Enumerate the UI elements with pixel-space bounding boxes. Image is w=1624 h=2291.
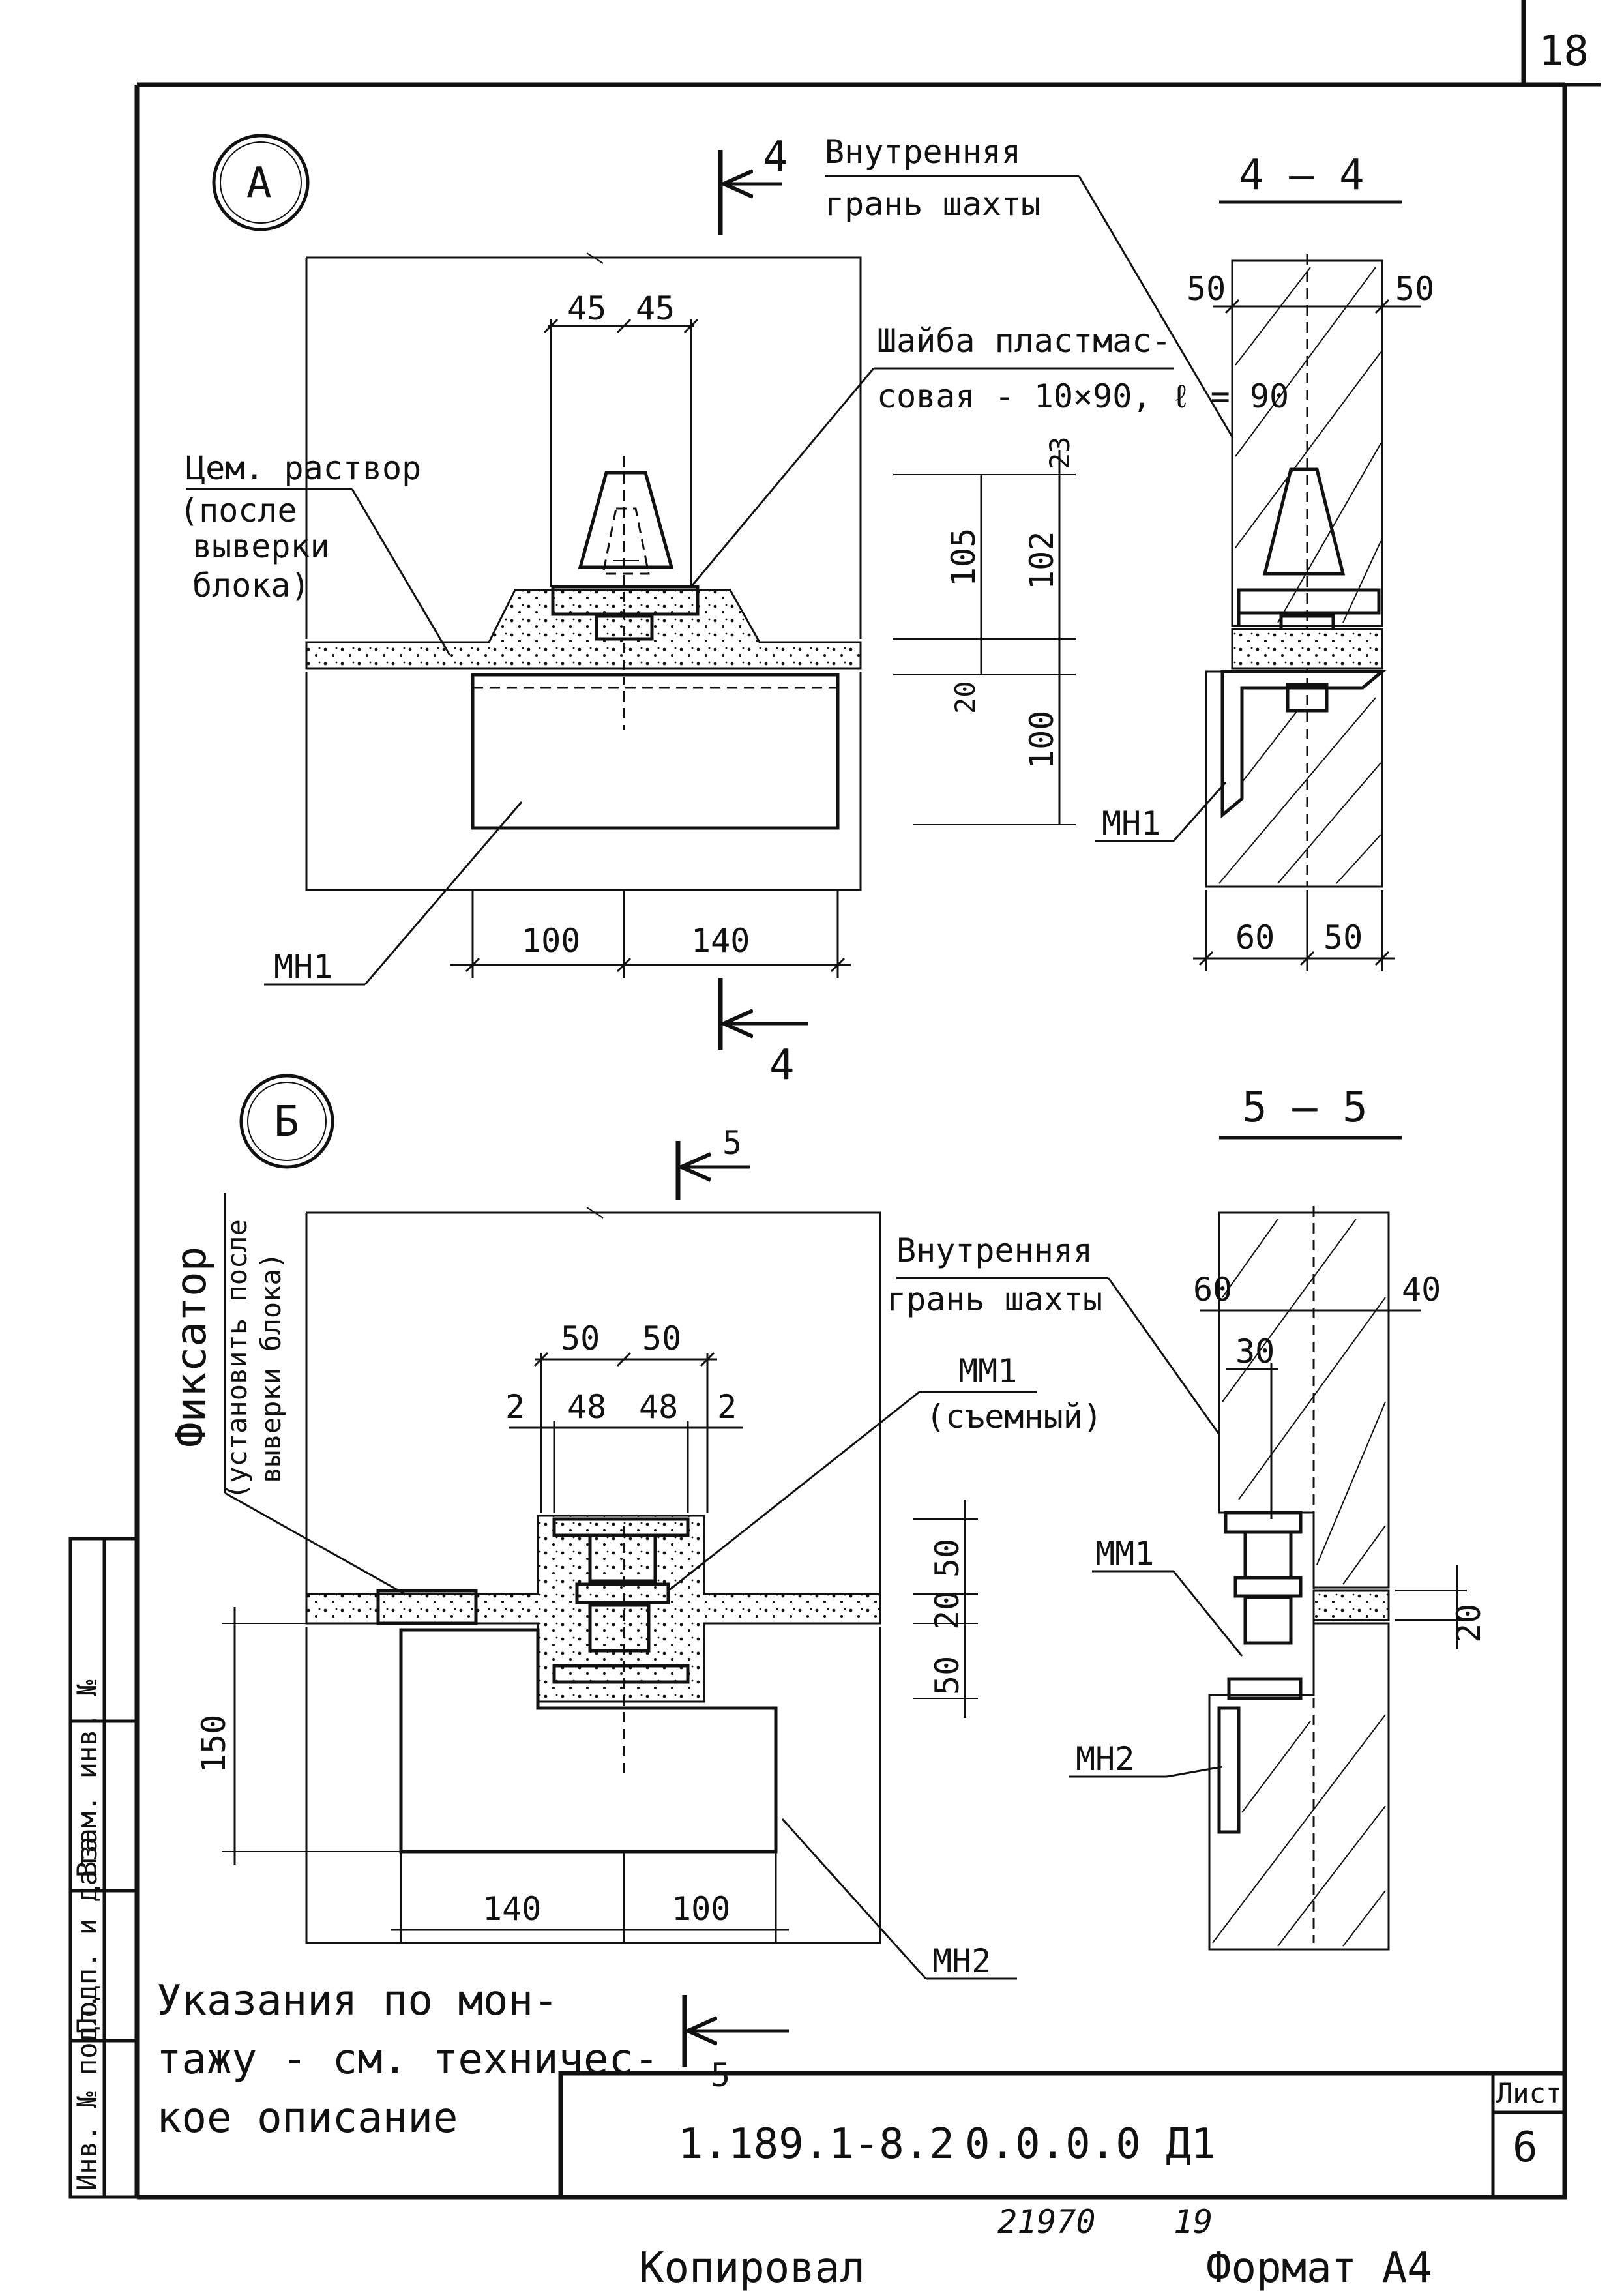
detail-a-marker: А [246, 159, 272, 207]
detail-a-cut-top: 4 [763, 133, 788, 181]
section-5-upper-hatch [1222, 1219, 1386, 1585]
detail-b-dim-top-right: 50 [642, 1320, 681, 1357]
section-4-dim-top-left: 50 [1187, 270, 1226, 308]
detail-b-fixator-1: Фиксатор [168, 1247, 216, 1447]
note-line-2: тажу - см. техничес- [156, 2035, 659, 2084]
detail-b-marker: Б [274, 1098, 299, 1146]
note-line-3: кое описание [156, 2094, 458, 2142]
section-5-inner-face-1: Внутренняя [896, 1232, 1093, 1269]
stamp-inv-orig: Инв. № подл. [71, 1993, 103, 2191]
detail-b-mm1-note: (съемный) [926, 1398, 1102, 1436]
detail-b-dim-side-20: 20 [928, 1591, 966, 1630]
section-5-dim-20: 20 [1450, 1604, 1488, 1643]
detail-b-dim-150: 150 [195, 1715, 233, 1773]
section-5-inner-face-2: грань шахты [887, 1280, 1102, 1318]
detail-a-mortar-2: (после [179, 492, 297, 529]
section-4-dim-bottom-left: 60 [1235, 919, 1275, 956]
stamp-number: 21970 [997, 2203, 1096, 2241]
section-5-dim-30: 30 [1235, 1333, 1275, 1370]
copied-label: Копировал [639, 2244, 865, 2291]
detail-a-dim-20: 20 [949, 681, 981, 714]
detail-b-dim-bottom-left: 140 [482, 1890, 541, 1928]
section-5-title: 5 — 5 [1242, 1084, 1368, 1132]
sheet-number: 6 [1513, 2123, 1538, 2172]
detail-a-dim-bottom-right: 140 [691, 922, 750, 960]
detail-a-mortar-3: выверки [192, 527, 330, 565]
detail-a-washer-1: Шайба пластмас- [877, 322, 1172, 360]
section-4-title: 4 — 4 [1239, 151, 1365, 200]
title-block: 1.189.1-8.2 0.0.0.0 Д1 Лист 6 [558, 2071, 1567, 2200]
detail-a-washer-2: совая - 10×90, ℓ = 90 [877, 377, 1289, 415]
montage-note: Указания по мон- тажу - см. техничес- ко… [156, 1977, 659, 2142]
sheet-corner-number: 18 [1539, 27, 1589, 76]
detail-b-marker-circle [239, 1074, 334, 1169]
detail-b-mm1: ММ1 [958, 1352, 1017, 1390]
detail-b-dim-bottom-right: 100 [672, 1890, 730, 1928]
detail-b-cut-top: 5 [722, 1124, 742, 1162]
detail-a-cut-bottom: 4 [769, 1041, 795, 1089]
section-4-lower-hatch [1218, 697, 1381, 884]
stamp-page: 19 [1174, 2203, 1213, 2241]
detail-a-dim-105: 105 [945, 528, 982, 587]
detail-a-part: МН1 [274, 948, 332, 986]
detail-b: Б 5 5 Фиксатор (установить после выверки… [168, 1074, 1102, 2094]
sheet-frame [134, 0, 1601, 2200]
detail-a: А 4 4 Внутренняя грань шахты [179, 133, 1289, 1089]
detail-b-dim-top-left: 50 [561, 1320, 600, 1357]
detail-a-dim-100: 100 [1023, 711, 1061, 769]
section-5-dim-top-right: 40 [1402, 1271, 1441, 1308]
section-5-part: МН2 [1076, 1740, 1134, 1778]
detail-a-inner-face-2: грань шахты [825, 185, 1041, 223]
detail-b-dim-mid-48b: 48 [639, 1388, 678, 1426]
detail-a-mortar-4: блока) [192, 567, 310, 604]
detail-b-fixator-2: (установить после [221, 1219, 253, 1500]
section-4-4: 4 — 4 50 50 [1095, 151, 1434, 971]
title-code: 1.189.1-8.2 [678, 2120, 954, 2168]
detail-b-dim-mid-2b: 2 [717, 1388, 737, 1426]
detail-b-dim-mid-2a: 2 [505, 1388, 525, 1426]
section-5-mm1: ММ1 [1095, 1535, 1154, 1573]
section-5-dim-top-left: 60 [1193, 1271, 1232, 1308]
stamp-sign-date: Подп. и дата [71, 1837, 103, 2034]
side-stamp: Инв. № подл. Подп. и дата Взам. инв. № [68, 1537, 139, 2199]
detail-a-dim-top-left: 45 [567, 289, 606, 327]
format-label: Формат А4 [1206, 2244, 1432, 2291]
detail-a-marker-circle [212, 134, 310, 231]
detail-a-mortar-1: Цем. раствор [186, 449, 421, 487]
detail-b-dim-mid-48a: 48 [567, 1388, 606, 1426]
note-line-1: Указания по мон- [156, 1977, 559, 2025]
detail-a-inner-face-1: Внутренняя [825, 133, 1021, 171]
section-5-5: 5 — 5 Внутренняя грань шахты [887, 1084, 1488, 1951]
section-5-lower-hatch [1212, 1714, 1386, 1947]
stamp-replace-inv: Взам. инв. № [71, 1679, 103, 1878]
detail-a-dim-bottom-left: 100 [522, 922, 580, 960]
sheet-label: Лист [1496, 2077, 1562, 2109]
section-4-dim-top-right: 50 [1395, 270, 1434, 308]
detail-a-dim-top-right: 45 [636, 289, 675, 327]
title-doc: 0.0.0.0 Д1 [965, 2120, 1216, 2168]
detail-b-dim-side-50b: 50 [928, 1656, 966, 1695]
detail-b-fixator-3: выверки блока) [255, 1252, 287, 1483]
detail-a-dim-102: 102 [1023, 531, 1061, 590]
detail-a-dim-23: 23 [1044, 436, 1076, 469]
footer: 21970 19 Копировал Формат А4 [639, 2203, 1432, 2291]
section-4-part: МН1 [1102, 805, 1160, 842]
detail-b-dim-side-50a: 50 [928, 1539, 966, 1578]
detail-b-part: МН2 [932, 1942, 991, 1980]
section-4-dim-bottom-right: 50 [1323, 919, 1363, 956]
